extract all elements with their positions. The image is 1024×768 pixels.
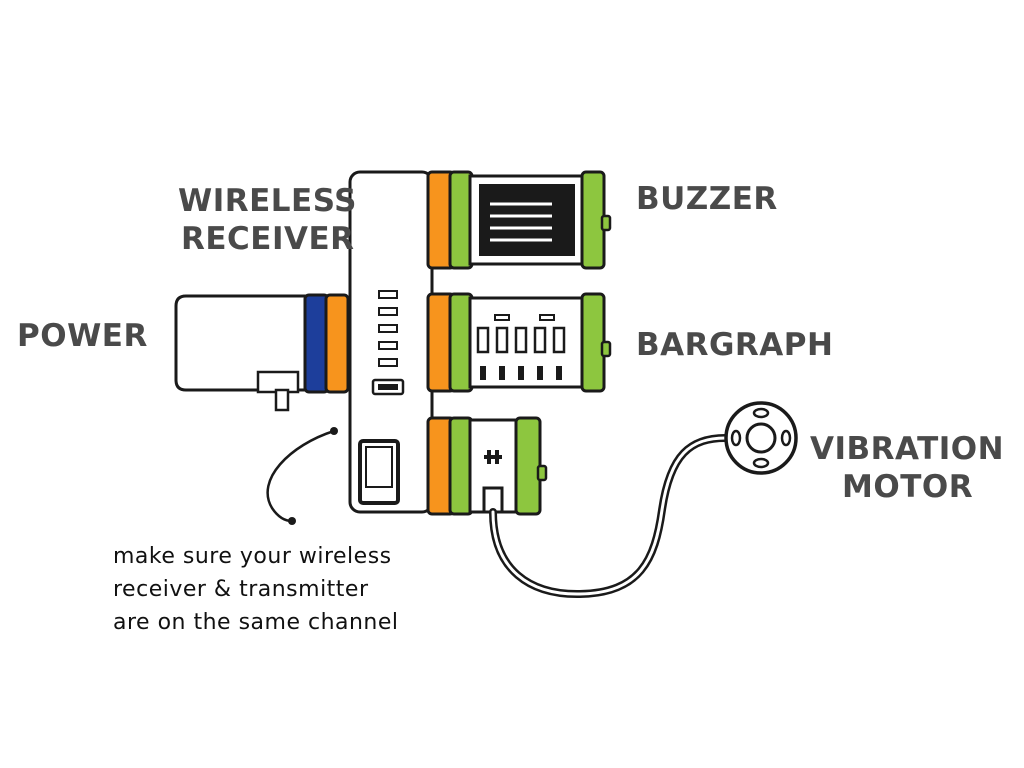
- buzzer-label: BUZZER: [636, 181, 778, 217]
- wireless-receiver-label-line2: RECEIVER: [181, 221, 355, 257]
- bargraph-label: BARGRAPH: [636, 327, 834, 363]
- bargraph-module: [426, 292, 612, 393]
- bargraph-led-3: [514, 326, 528, 354]
- bargraph-led-5: [552, 326, 566, 354]
- buzzer-speaker: [479, 184, 575, 256]
- power-switch-tab: [274, 388, 290, 412]
- channel-note: make sure your wireless receiver & trans…: [113, 540, 399, 639]
- note-pointer: [266, 427, 338, 525]
- bargraph-led-1: [476, 326, 490, 354]
- vibration-side-nub: [536, 464, 548, 482]
- channel-note-line2: receiver & transmitter: [113, 577, 369, 602]
- bargraph-side-nub: [600, 340, 612, 358]
- receiver-led-4: [378, 341, 398, 350]
- bargraph-led-2: [495, 326, 509, 354]
- channel-note-line1: make sure your wireless: [113, 544, 392, 569]
- wireless-receiver-label-line1: WIRELESS: [178, 183, 357, 219]
- receiver-led-2: [378, 307, 398, 316]
- channel-note-line3: are on the same channel: [113, 610, 399, 635]
- buzzer-module: [426, 170, 612, 270]
- vibration-motor-module: [426, 416, 548, 516]
- buzzer-side-nub: [600, 214, 612, 232]
- bargraph-led-4: [533, 326, 547, 354]
- receiver-led-5: [378, 358, 398, 367]
- power-module: [174, 293, 350, 412]
- vibration-motor-disc: [724, 401, 798, 475]
- vibration-motor-label-line1: VIBRATION: [810, 431, 1005, 467]
- power-label: POWER: [17, 318, 148, 354]
- vibration-motor-label-line2: MOTOR: [842, 469, 974, 505]
- receiver-led-1: [378, 290, 398, 299]
- power-orange-connector: [324, 293, 350, 394]
- receiver-led-3: [378, 324, 398, 333]
- wireless-receiver-module: [348, 170, 434, 514]
